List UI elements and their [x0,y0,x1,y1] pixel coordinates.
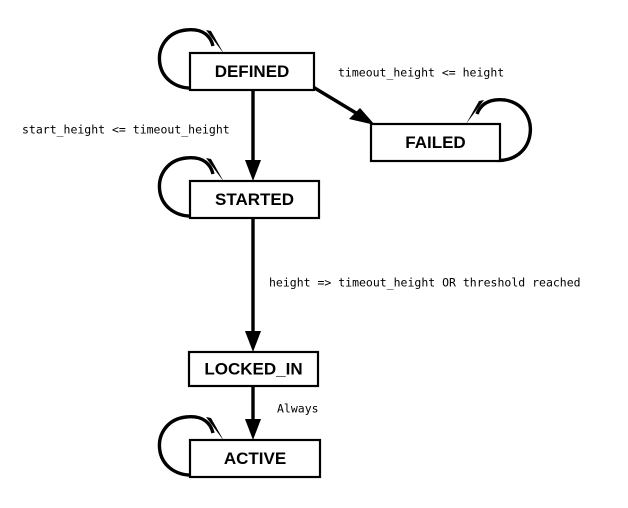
arrowhead-locked-active [245,419,261,440]
arrowhead-defined-started [245,160,261,181]
edge-label-timeout-height-to-failed: timeout_height <= height [338,66,504,80]
state-label-failed: FAILED [405,133,465,152]
edge-active-self-loop [157,415,224,477]
edge-label-always-to-active: Always [277,402,319,416]
edge-defined-to-started [245,90,261,181]
arrowhead-failed-self [466,100,484,124]
arrowhead-active-self [206,417,224,441]
arrowhead-defined-self [206,30,224,54]
state-node-failed[interactable]: FAILED [369,122,502,163]
state-box-active[interactable] [188,438,322,479]
state-box-failed[interactable] [369,122,502,163]
state-box-locked-in[interactable] [187,350,320,388]
state-label-locked-in: LOCKED_IN [204,359,302,378]
state-node-defined[interactable]: DEFINED [188,51,316,92]
state-label-started: STARTED [215,190,294,209]
state-label-active: ACTIVE [224,449,286,468]
arrowhead-started-locked [245,331,261,352]
state-label-defined: DEFINED [215,62,290,81]
state-node-locked-in[interactable]: LOCKED_IN [187,350,320,388]
edge-defined-self-loop [157,28,224,90]
edge-failed-self-loop [466,98,533,162]
arrowhead-defined-failed [349,108,375,125]
state-node-started[interactable]: STARTED [188,179,321,220]
edge-label-start-height-to-started: start_height <= timeout_height [22,123,230,137]
edge-label-height-threshold-to-locked-in: height => timeout_height OR threshold re… [269,276,581,290]
edge-started-self-loop [157,156,224,218]
arrowhead-started-self [206,158,224,182]
state-box-started[interactable] [188,179,321,220]
state-node-active[interactable]: ACTIVE [188,438,322,479]
state-box-defined[interactable] [188,51,316,92]
edge-locked-in-to-active [245,386,261,440]
edge-started-to-locked-in [245,218,261,352]
edge-defined-to-failed [312,85,375,125]
